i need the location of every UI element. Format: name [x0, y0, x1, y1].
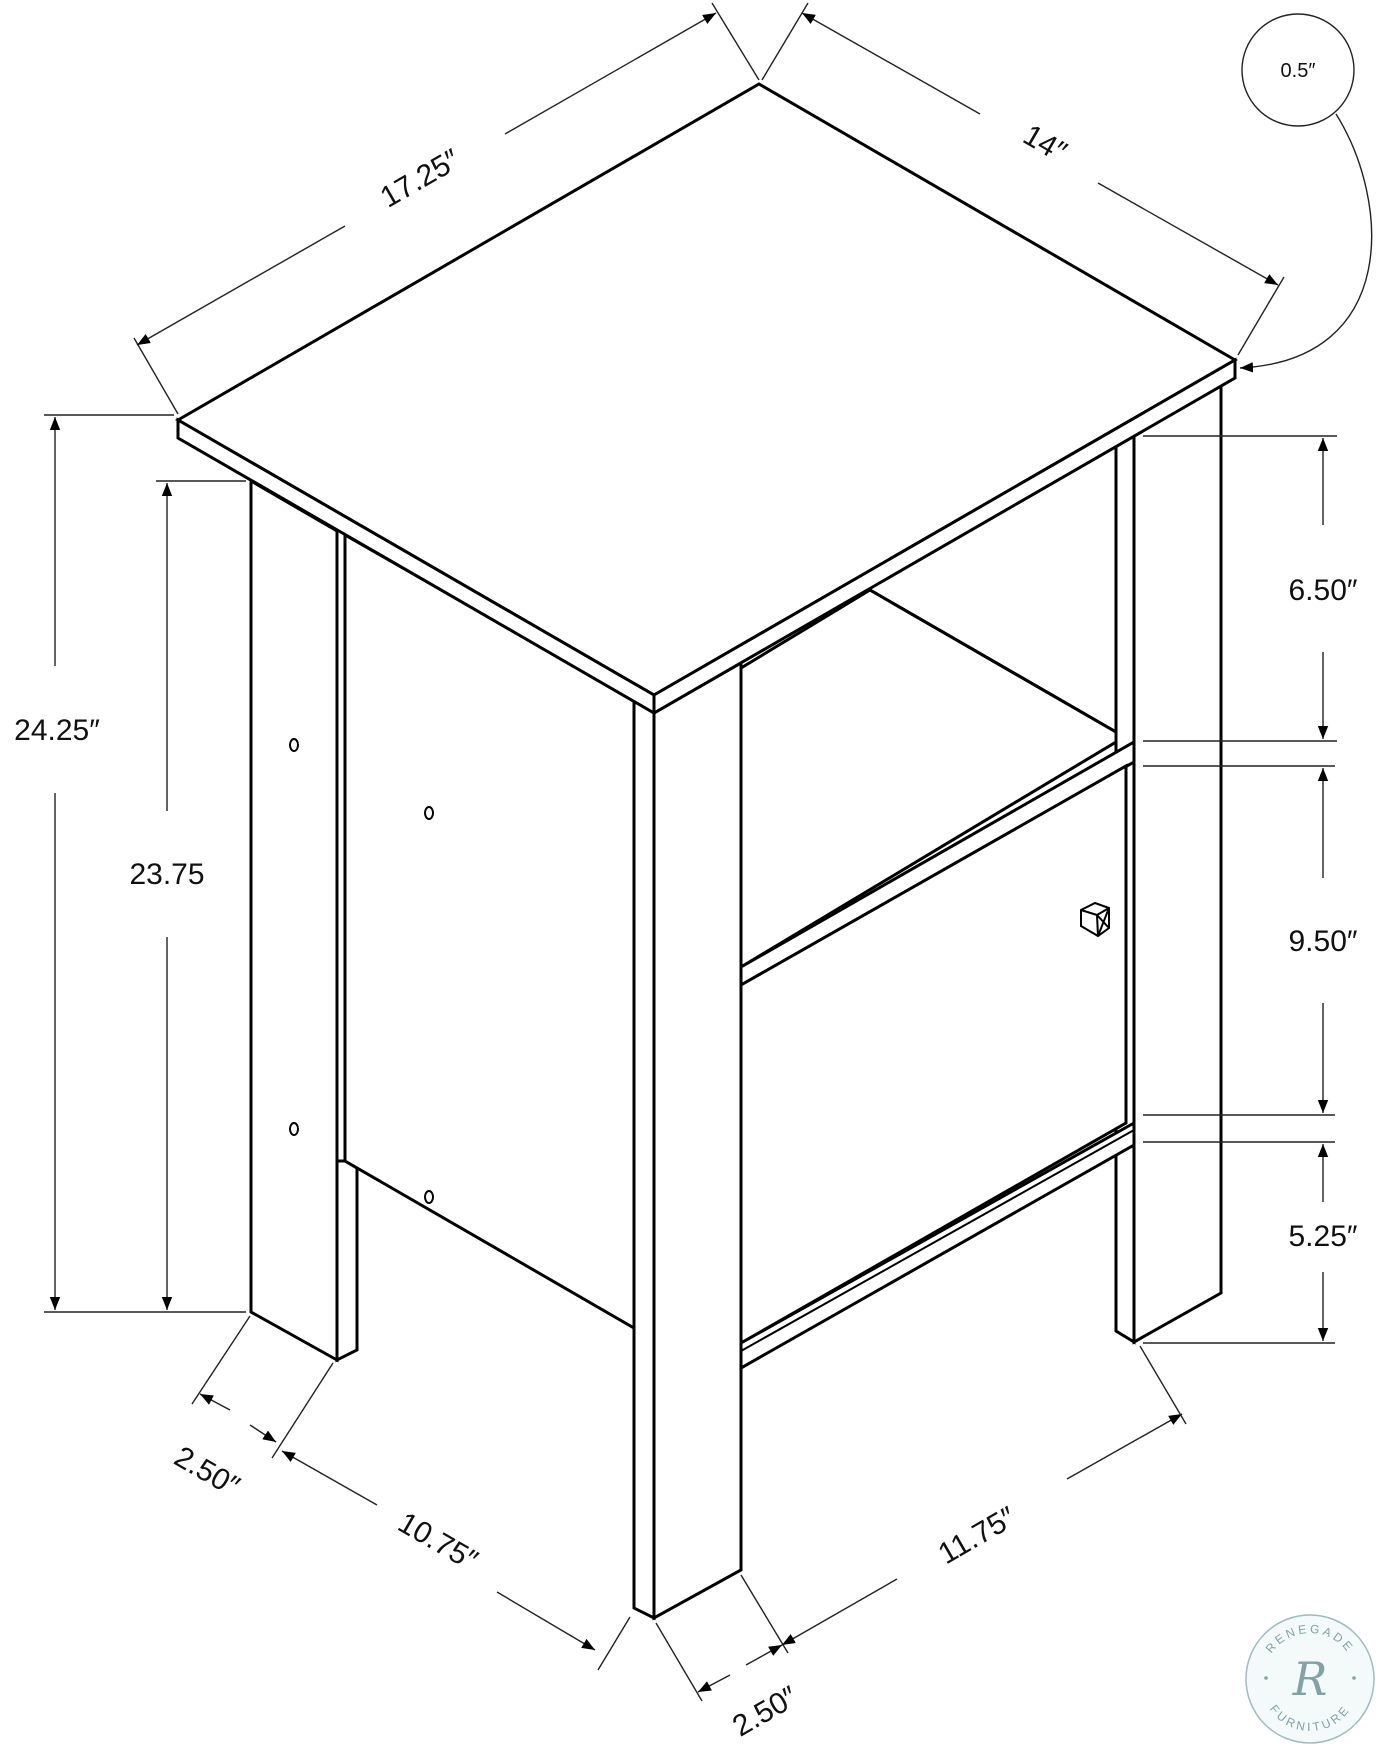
back-right-leg: [1132, 369, 1223, 1345]
door-knob-icon[interactable]: [1080, 901, 1110, 938]
left-leg: [249, 478, 339, 1363]
hole-icon: [424, 1190, 434, 1204]
hole-icon: [289, 1122, 299, 1136]
label-left-leg-width: 2.50″: [169, 1440, 246, 1503]
label-door-height: 9.50″: [1288, 925, 1357, 958]
front-leg: [652, 660, 743, 1621]
label-top-depth: 14″: [1017, 118, 1072, 169]
label-top-thickness: 0.5″: [1281, 60, 1316, 82]
callout-circle: [1241, 13, 1355, 127]
label-side-span: 10.75″: [392, 1506, 483, 1578]
label-bottom-clearance: 5.25″: [1288, 1220, 1357, 1253]
renegade-furniture-watermark: RENEGADE FURNITURE R: [1245, 1614, 1375, 1744]
table-body: [175, 82, 1238, 1621]
dimension-lines: [44, 2, 1373, 1702]
label-overall-height: 24.25″: [14, 714, 100, 747]
label-front-leg-width: 2.50″: [727, 1680, 804, 1743]
back-left-leg: [335, 1159, 359, 1363]
hole-icon: [424, 806, 434, 820]
watermark-monogram: R: [1292, 1652, 1328, 1706]
label-top-width: 17.25″: [375, 143, 466, 215]
label-front-span: 11.75″: [933, 1500, 1022, 1571]
front-leg-side: [632, 697, 656, 1621]
label-leg-height: 23.75: [129, 858, 204, 891]
tabletop-edge-right: [652, 357, 1237, 716]
hole-icon: [289, 738, 299, 752]
label-open-shelf-height: 6.50″: [1288, 574, 1357, 607]
